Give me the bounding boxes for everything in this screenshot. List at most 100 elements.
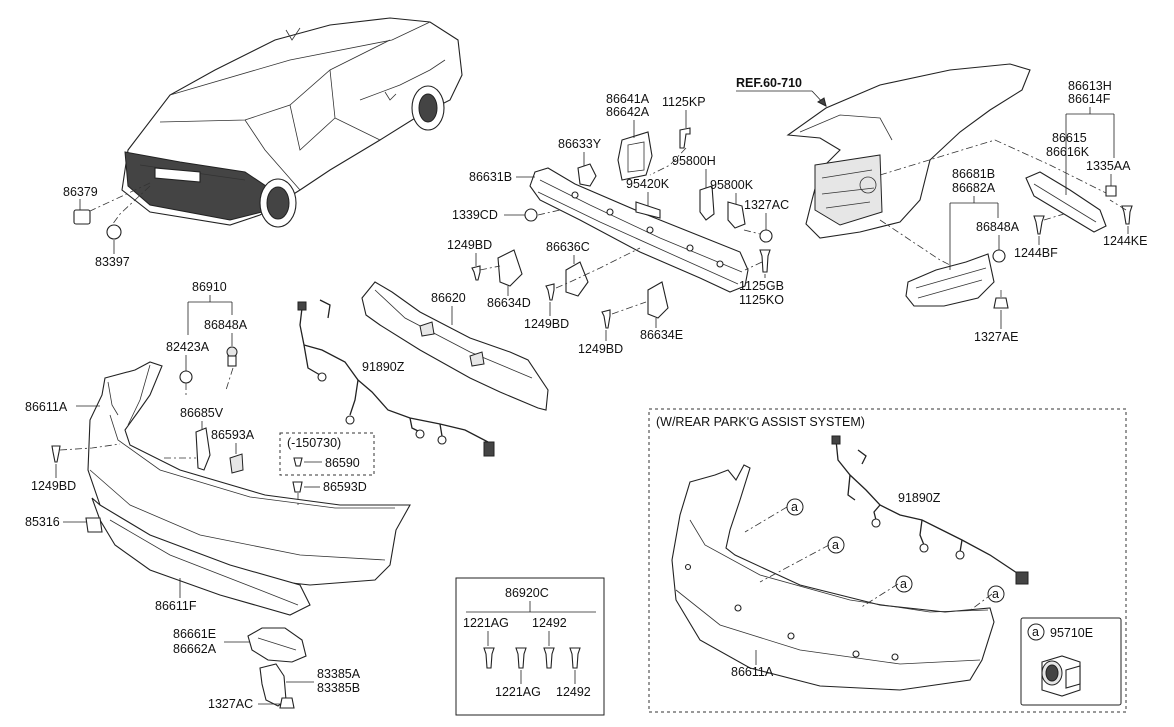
bracket-86633Y [577, 163, 597, 187]
clip-86593D [292, 481, 303, 493]
label-86593D: 86593D [323, 480, 367, 494]
rear-bumper-cover-right [671, 464, 995, 691]
hardware-kit-box [455, 577, 605, 716]
label-1339CD: 1339CD [452, 208, 498, 222]
bracket-86634E [647, 281, 669, 319]
label-1327AE: 1327AE [974, 330, 1018, 344]
label-86616K: 86616K [1046, 145, 1090, 159]
screw-12492-a [543, 647, 555, 669]
lower-garnish-86611F [91, 497, 311, 616]
svg-text:a: a [832, 538, 839, 552]
label-95710E: 95710E [1050, 626, 1093, 640]
label-86379: 86379 [63, 185, 98, 199]
label-86634D: 86634D [487, 296, 531, 310]
label-1125GB: 1125GB [739, 279, 784, 293]
label-83385A: 83385A [317, 667, 361, 681]
bolt-1125KP [679, 127, 691, 149]
label-86631B: 86631B [469, 170, 512, 184]
label-1327AC-mid: 1327AC [744, 198, 789, 212]
label-86682A: 86682A [952, 181, 996, 195]
label-95800H: 95800H [672, 154, 716, 168]
callout-a-2: a [827, 536, 845, 554]
nut-86848A-right [992, 249, 1006, 263]
clip-86590 [293, 457, 303, 467]
screw-1244BF [1033, 215, 1045, 235]
clip-86593A [229, 453, 244, 474]
nut-1339CD [524, 208, 538, 222]
sensor-legend-box [1020, 617, 1122, 706]
label-150730: (-150730) [287, 436, 341, 450]
label-86661E: 86661E [173, 627, 216, 641]
label-12492-bottom: 12492 [556, 685, 591, 699]
label-1335AA: 1335AA [1086, 159, 1131, 173]
wiring-harness-91890Z-right [831, 435, 1029, 585]
screw-1221AG-a [483, 647, 495, 669]
impact-beam-86631B [529, 167, 749, 293]
ref-label-60-710: REF.60-710 [736, 76, 802, 90]
callout-a-legend [1027, 623, 1045, 641]
label-1244KE: 1244KE [1103, 234, 1147, 248]
label-1327AC-bottom: 1327AC [208, 697, 253, 711]
reflector-86661E [247, 627, 307, 663]
energy-absorber-86620 [361, 281, 549, 411]
screw-1249BD-c [601, 309, 611, 329]
label-86615: 86615 [1052, 131, 1087, 145]
nut-1327AC-mid [759, 229, 773, 243]
label-91890Z-right: 91890Z [898, 491, 941, 505]
screw-1244KE [1121, 205, 1133, 225]
bracket-86636C [565, 261, 589, 297]
svg-text:a: a [791, 500, 798, 514]
label-86636C: 86636C [546, 240, 590, 254]
label-95420K: 95420K [626, 177, 670, 191]
variant-box-150730 [279, 432, 375, 476]
label-86634E: 86634E [640, 328, 683, 342]
label-86620: 86620 [431, 291, 466, 305]
washer-82423A [179, 370, 193, 384]
bracket-85316 [85, 517, 103, 533]
label-95800K: 95800K [710, 178, 754, 192]
label-1125KO: 1125KO [739, 293, 784, 307]
callout-a-1: a [786, 498, 804, 516]
label-86614F: 86614F [1068, 92, 1111, 106]
callout-a-3: a [895, 575, 913, 593]
svg-text:a: a [900, 577, 907, 591]
screw-12492-b [569, 647, 581, 669]
sensor-95420K [635, 201, 661, 219]
screw-1221AG-b [515, 647, 527, 669]
label-83385B: 83385B [317, 681, 360, 695]
screw-1249BD-a [471, 265, 481, 281]
label-12492-top: 12492 [532, 616, 567, 630]
label-1249BD-b: 1249BD [524, 317, 569, 331]
bracket-95800H [699, 185, 715, 221]
label-1249BD-left: 1249BD [31, 479, 76, 493]
cap-86379 [73, 209, 91, 225]
bracket-86685V [195, 427, 211, 471]
label-86611A-left: 86611A [25, 400, 68, 414]
label-86633Y: 86633Y [558, 137, 602, 151]
wiring-harness-91890Z-left [297, 299, 495, 457]
bracket-86634D [497, 249, 523, 287]
park-assist-title: (W/REAR PARK'G ASSIST SYSTEM) [656, 415, 865, 429]
label-86920C: 86920C [505, 586, 549, 600]
label-86593A: 86593A [211, 428, 255, 442]
label-86848A-right: 86848A [976, 220, 1020, 234]
label-1244BF: 1244BF [1014, 246, 1058, 260]
label-86685V: 86685V [180, 406, 224, 420]
nut-1327AE [993, 297, 1009, 309]
label-86613H: 86613H [1068, 79, 1112, 93]
label-86681B: 86681B [952, 167, 995, 181]
label-86590: 86590 [325, 456, 360, 470]
screw-1249BD-left [51, 445, 61, 463]
rear-bumper-cover-left [87, 361, 411, 586]
label-86662A: 86662A [173, 642, 217, 656]
screw-1249BD-b [545, 283, 555, 301]
label-86642A: 86642A [606, 105, 650, 119]
label-85316: 85316 [25, 515, 60, 529]
bracket-86681B [905, 253, 995, 307]
rail-86615 [1025, 171, 1107, 233]
label-86611A-right: 86611A [731, 665, 774, 679]
svg-text:a: a [1032, 625, 1039, 639]
nut-1327AC-bottom [279, 697, 295, 709]
label-1221AG-bottom: 1221AG [495, 685, 541, 699]
